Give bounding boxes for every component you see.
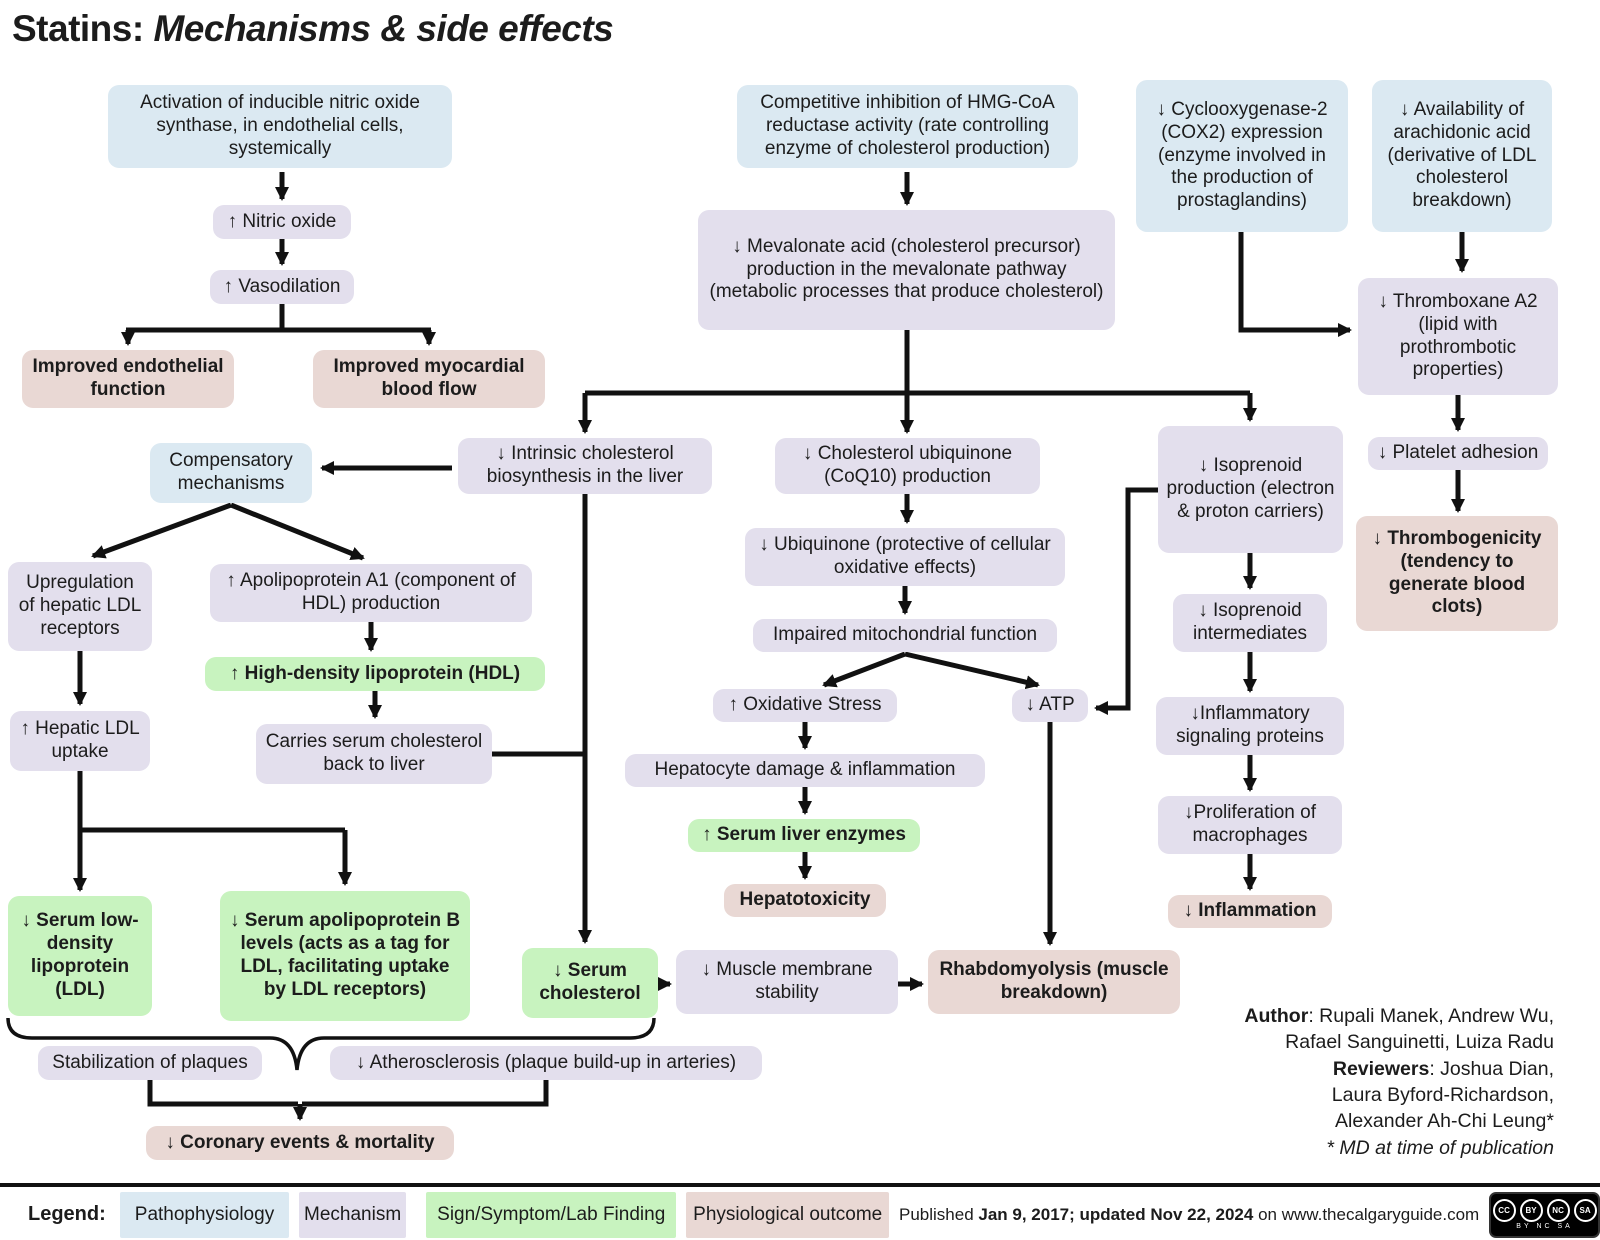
node-hdl: ↑ High-density lipoprotein (HDL) — [205, 657, 545, 691]
legend-bar: Legend: Pathophysiology Mechanism Sign/S… — [0, 1189, 1600, 1240]
title-italic: Mechanisms & side effects — [153, 8, 614, 49]
node-intrinsic-cholesterol-biosynthesis: ↓ Intrinsic cholesterol biosynthesis in … — [458, 438, 712, 494]
node-improved-myocardial-blood-flow: Improved myocardial blood flow — [313, 350, 545, 408]
node-isoprenoid-intermediates: ↓ Isoprenoid intermediates — [1173, 594, 1327, 652]
node-inos: Activation of inducible nitric oxide syn… — [108, 85, 452, 168]
cc-icon: CC — [1492, 1199, 1516, 1222]
node-inflammation: ↓ Inflammation — [1168, 895, 1332, 928]
node-proliferation-of-macrophages: ↓Proliferation of macrophages — [1158, 796, 1342, 854]
node-rhabdomyolysis: Rhabdomyolysis (muscle breakdown) — [928, 950, 1180, 1014]
node-arachidonic-acid: ↓ Availability of arachidonic acid (deri… — [1372, 80, 1552, 232]
legend-mechanism: Mechanism — [299, 1191, 406, 1238]
node-hepatocyte-damage: Hepatocyte damage & inflammation — [625, 754, 985, 787]
node-mevalonate-acid: ↓ Mevalonate acid (cholesterol precursor… — [698, 210, 1115, 330]
node-isoprenoid-production: ↓ Isoprenoid production (electron & prot… — [1158, 426, 1343, 553]
node-thromboxane-a2: ↓ Thromboxane A2 (lipid with prothrombot… — [1358, 278, 1558, 395]
brace — [6, 1017, 656, 1071]
node-muscle-membrane-stability: ↓ Muscle membrane stability — [676, 950, 898, 1014]
node-apolipoprotein-a1: ↑ Apolipoprotein A1 (component of HDL) p… — [210, 564, 532, 622]
node-oxidative-stress: ↑ Oxidative Stress — [713, 689, 897, 722]
published-caption: Published Jan 9, 2017; updated Nov 22, 2… — [898, 1204, 1480, 1224]
legend-physiological-outcome: Physiological outcome — [686, 1191, 889, 1238]
node-serum-apolipoprotein-b: ↓ Serum apolipoprotein B levels (acts as… — [220, 891, 470, 1021]
page-title: Statins: Mechanisms & side effects — [12, 8, 614, 50]
node-atherosclerosis: ↓ Atherosclerosis (plaque build-up in ar… — [330, 1046, 762, 1080]
node-stabilization-of-plaques: Stabilization of plaques — [38, 1046, 262, 1080]
reviewers-line-3: Alexander Ah-Chi Leung* — [1335, 1110, 1554, 1133]
node-upregulation-ldl-receptors: Upregulation of hepatic LDL receptors — [8, 562, 152, 651]
node-inflammatory-signaling-proteins: ↓Inflammatory signaling proteins — [1156, 697, 1344, 755]
cc-license-badge[interactable]: CC BY NC SA BY NC SA — [1489, 1191, 1600, 1238]
legend-pathophysiology: Pathophysiology — [119, 1191, 290, 1238]
node-nitric-oxide: ↑ Nitric oxide — [213, 205, 351, 239]
node-compensatory-mechanisms: Compensatory mechanisms — [150, 443, 312, 503]
cc-nc-icon: NC — [1546, 1199, 1570, 1222]
node-atp: ↓ ATP — [1012, 689, 1088, 722]
node-hepatotoxicity: Hepatotoxicity — [724, 884, 886, 917]
node-cox2-expression: ↓ Cyclooxygenase-2 (COX2) expression (en… — [1136, 80, 1348, 232]
node-serum-ldl: ↓ Serum low-density lipoprotein (LDL) — [8, 896, 152, 1016]
cc-caption: BY NC SA — [1516, 1223, 1573, 1230]
node-vasodilation: ↑ Vasodilation — [210, 270, 354, 304]
author-line-1: Author: Rupali Manek, Andrew Wu, — [1244, 1005, 1554, 1027]
reviewers-line-1: Reviewers: Joshua Dian, — [1332, 1057, 1554, 1080]
site-url: www.thecalgaryguide.com — [1281, 1204, 1480, 1224]
node-thrombogenicity: ↓ Thrombogenicity (tendency to generate … — [1356, 516, 1558, 631]
node-serum-liver-enzymes: ↑ Serum liver enzymes — [688, 819, 920, 852]
node-impaired-mitochondrial-function: Impaired mitochondrial function — [753, 619, 1057, 652]
node-serum-cholesterol: ↓ Serum cholesterol — [522, 948, 658, 1018]
node-platelet-adhesion: ↓ Platelet adhesion — [1368, 437, 1548, 470]
legend-sign-symptom: Sign/Symptom/Lab Finding — [425, 1191, 677, 1238]
cc-sa-icon: SA — [1573, 1199, 1597, 1222]
node-coq10-production: ↓ Cholesterol ubiquinone (CoQ10) product… — [775, 438, 1040, 494]
node-ubiquinone: ↓ Ubiquinone (protective of cellular oxi… — [745, 528, 1065, 586]
title-prefix: Statins: — [12, 8, 154, 49]
reviewers-line-2: Laura Byford-Richardson, — [1331, 1083, 1554, 1106]
author-credits: Author: Rupali Manek, Andrew Wu, Rafael … — [1194, 1003, 1554, 1161]
legend-label: Legend: — [28, 1203, 106, 1225]
node-coronary-events-mortality: ↓ Coronary events & mortality — [146, 1126, 454, 1160]
footer-divider — [0, 1183, 1600, 1187]
node-hmg-coa-inhibition: Competitive inhibition of HMG-CoA reduct… — [737, 85, 1078, 168]
node-carries-serum-cholesterol: Carries serum cholesterol back to liver — [256, 724, 492, 784]
node-hepatic-ldl-uptake: ↑ Hepatic LDL uptake — [10, 711, 150, 771]
md-footnote: * MD at time of publication — [1326, 1136, 1554, 1159]
author-line-2: Rafael Sanguinetti, Luiza Radu — [1285, 1031, 1554, 1054]
node-improved-endothelial-function: Improved endothelial function — [22, 350, 234, 408]
cc-by-icon: BY — [1519, 1199, 1543, 1222]
